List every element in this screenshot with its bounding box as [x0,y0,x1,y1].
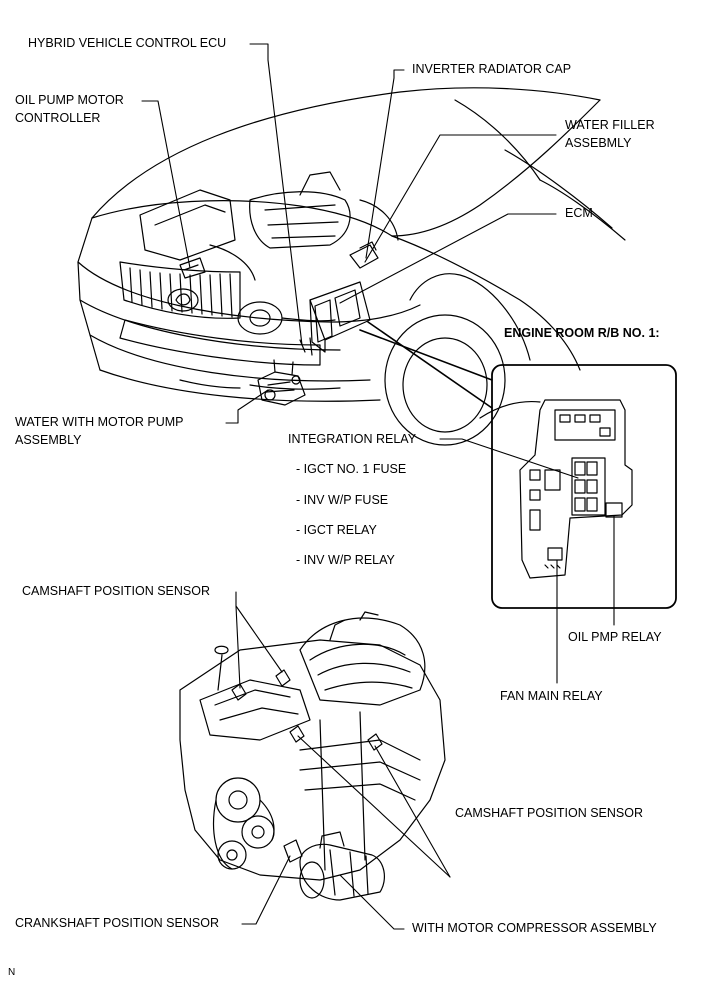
label-integration-relay: INTEGRATION RELAY [288,432,417,446]
label-inv-wp-relay: - INV W/P RELAY [296,553,395,567]
label-engine-room-rb-no1: ENGINE ROOM R/B NO. 1: [504,326,660,340]
label-hybrid-vehicle-control-ecu: HYBRID VEHICLE CONTROL ECU [28,36,227,50]
label-oil-pmp-relay: OIL PMP RELAY [568,630,662,644]
label-fan-main-relay: FAN MAIN RELAY [500,689,603,703]
label-igct-no1-fuse: - IGCT NO. 1 FUSE [296,462,407,476]
vehicle-front-drawing [77,87,626,446]
engine-drawing [179,611,446,901]
relay-box-inset [359,321,677,609]
label-water-pump-line2: ASSEMBLY [15,433,82,447]
label-camshaft-position-sensor-top: CAMSHAFT POSITION SENSOR [22,584,210,598]
label-camshaft-position-sensor-bottom: CAMSHAFT POSITION SENSOR [455,806,643,820]
label-water-filler-line2: ASSEBMLY [565,136,632,150]
label-crankshaft-position-sensor: CRANKSHAFT POSITION SENSOR [15,916,219,930]
label-oil-pump-motor-controller-line2: CONTROLLER [15,111,101,125]
label-igct-relay: - IGCT RELAY [296,523,377,537]
label-with-motor-compressor-assembly: WITH MOTOR COMPRESSOR ASSEMBLY [412,921,657,935]
label-inverter-radiator-cap: INVERTER RADIATOR CAP [412,62,572,76]
leader-lines [141,43,615,930]
label-water-pump-line1: WATER WITH MOTOR PUMP [15,415,184,429]
corner-mark: N [8,967,16,978]
label-inv-wp-fuse: - INV W/P FUSE [296,493,389,507]
label-water-filler-line1: WATER FILLER [565,118,655,132]
label-ecm: ECM [565,206,593,220]
label-oil-pump-motor-controller-line1: OIL PUMP MOTOR [15,93,124,107]
